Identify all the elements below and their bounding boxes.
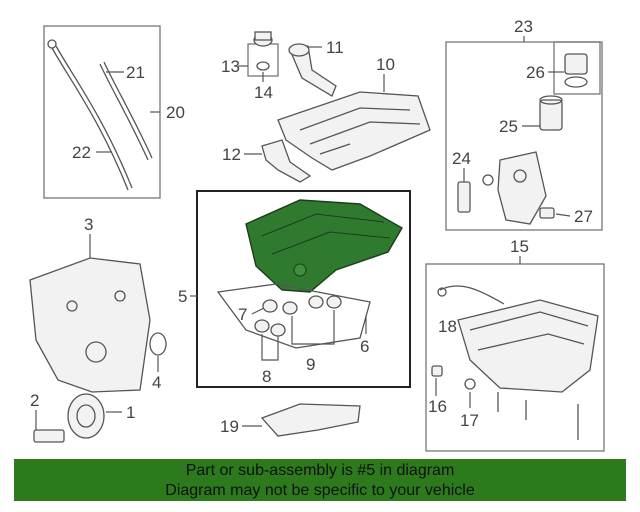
callout-6: 6 bbox=[360, 337, 369, 356]
callout-15: 15 bbox=[510, 237, 529, 256]
oil-pan bbox=[457, 299, 599, 393]
callout-17: 17 bbox=[460, 411, 479, 430]
dipstick-tube bbox=[47, 39, 133, 191]
filter-housing bbox=[482, 151, 547, 225]
oil-level-sensor bbox=[437, 285, 505, 305]
callout-2: 2 bbox=[30, 391, 39, 410]
spark-plug-seals bbox=[254, 295, 342, 337]
callout-11: 11 bbox=[326, 38, 344, 57]
oil-pan-bolts bbox=[497, 392, 579, 440]
seal-ring bbox=[256, 61, 270, 71]
callout-14: 14 bbox=[254, 83, 273, 102]
banner-line-1: Part or sub-assembly is #5 in diagram bbox=[185, 462, 455, 479]
harmonic-balancer bbox=[67, 393, 105, 439]
callout-20: 20 bbox=[166, 103, 185, 122]
banner-line-2: Diagram may not be specific to your vehi… bbox=[165, 482, 475, 499]
drain-plug bbox=[431, 365, 443, 377]
callout-9: 9 bbox=[306, 355, 315, 374]
callout-8: 8 bbox=[262, 367, 271, 386]
callout-24: 24 bbox=[452, 149, 471, 168]
callout-27: 27 bbox=[574, 207, 593, 226]
callout-26: 26 bbox=[526, 63, 545, 82]
callout-12: 12 bbox=[222, 145, 241, 164]
callout-21: 21 bbox=[126, 63, 145, 82]
callout-25: 25 bbox=[499, 117, 518, 136]
callout-22: 22 bbox=[72, 143, 91, 162]
callout-5: 5 bbox=[178, 287, 187, 306]
part-13-14-frame bbox=[247, 43, 279, 77]
valve-cover-highlighted bbox=[245, 199, 403, 293]
filter-cap bbox=[564, 53, 588, 88]
callout-7: 7 bbox=[238, 305, 247, 324]
info-banner: Part or sub-assembly is #5 in diagram Di… bbox=[14, 459, 626, 501]
front-seal bbox=[149, 332, 167, 356]
callout-3: 3 bbox=[84, 215, 93, 234]
oil-fill-cap bbox=[253, 31, 273, 47]
fitting bbox=[539, 207, 555, 219]
oil-fill-tube bbox=[288, 43, 337, 97]
callout-23: 23 bbox=[514, 17, 533, 36]
dipstick-group-frame bbox=[43, 25, 161, 199]
oil-filter bbox=[539, 95, 563, 131]
callout-1: 1 bbox=[126, 403, 135, 422]
shield bbox=[260, 403, 361, 437]
callout-4: 4 bbox=[152, 373, 161, 392]
callout-19: 19 bbox=[220, 417, 239, 436]
valve-cover-gasket bbox=[216, 283, 371, 349]
oil-pan-group-frame bbox=[425, 263, 605, 452]
bracket bbox=[261, 139, 312, 183]
callout-16: 16 bbox=[428, 397, 447, 416]
dipstick bbox=[99, 61, 153, 161]
engine-cover bbox=[277, 91, 431, 171]
callout-10: 10 bbox=[376, 55, 395, 74]
callout-13: 13 bbox=[221, 57, 240, 76]
timing-cover bbox=[29, 257, 151, 393]
valve-cover-group-frame bbox=[196, 190, 411, 388]
sensor bbox=[457, 181, 471, 213]
balancer-bolt bbox=[33, 429, 65, 443]
callout-18: 18 bbox=[438, 317, 457, 336]
drain-plug-washer bbox=[464, 378, 476, 390]
part-26-frame bbox=[553, 41, 601, 95]
